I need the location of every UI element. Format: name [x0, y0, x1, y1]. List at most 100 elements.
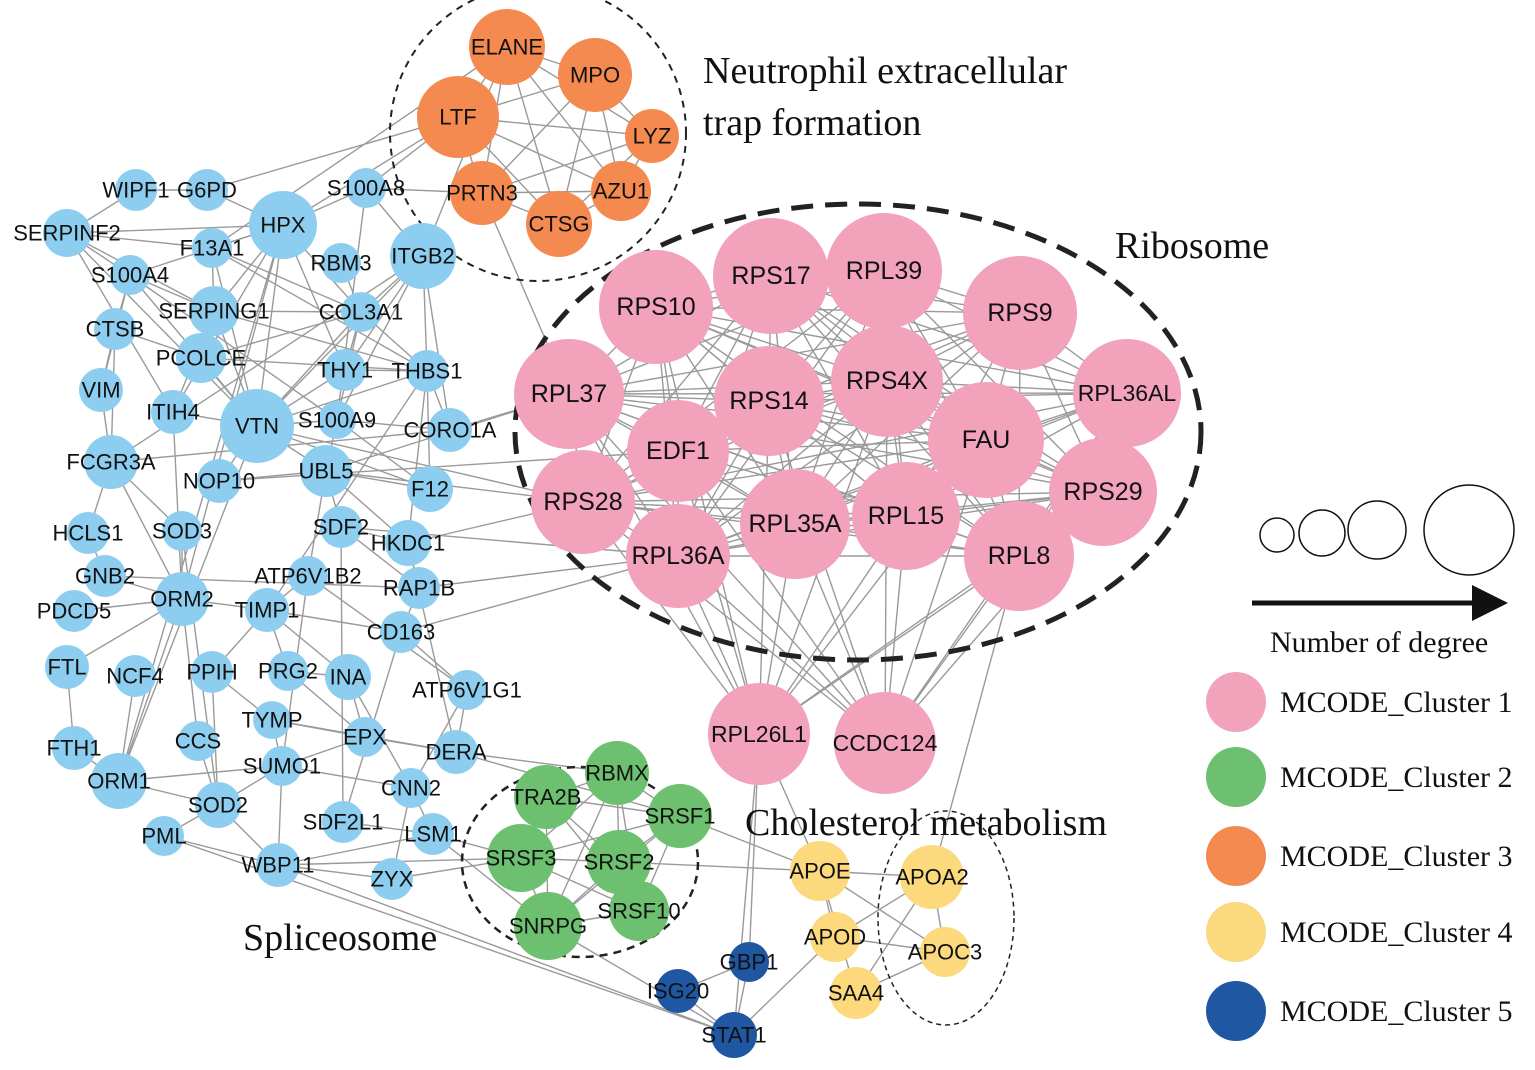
node-circle-thbs1	[406, 350, 448, 392]
node-circle-prg2	[268, 651, 308, 691]
node-label-stat1: STAT1	[701, 1023, 766, 1048]
node-rpl8: RPL8	[964, 501, 1074, 611]
node-srsf2: SRSF2	[584, 830, 654, 894]
node-label-saa4: SAA4	[828, 981, 884, 1006]
node-label-timp1: TIMP1	[235, 598, 300, 623]
node-s100a4: S100A4	[91, 255, 169, 295]
node-isg20: ISG20	[647, 969, 709, 1013]
node-label-f13a1: F13A1	[180, 236, 245, 261]
node-circle-fau	[928, 382, 1044, 498]
node-circle-apoe	[790, 841, 850, 901]
legend: Number of degree MCODE_Cluster 1MCODE_Cl…	[1206, 484, 1515, 1041]
edge-pcolce-thbs1	[200, 357, 428, 372]
node-circle-wbp11	[256, 843, 300, 887]
node-serpinf2: SERPINF2	[13, 209, 121, 257]
node-circle-ncf4	[114, 655, 156, 697]
node-label-cnn2: CNN2	[381, 776, 441, 801]
node-circle-gbp1	[729, 942, 769, 982]
node-circle-apoc3	[920, 927, 970, 977]
node-label-vim: VIM	[81, 378, 120, 403]
node-tra2b: TRA2B	[511, 765, 581, 829]
node-rps4x: RPS4X	[831, 325, 943, 437]
edge-lsm1-wbp11	[277, 833, 434, 866]
node-label-rbm3: RBM3	[310, 251, 371, 276]
node-circle-srsf3	[487, 824, 555, 892]
node-circle-hcls1	[67, 512, 109, 554]
node-label-apoc3: APOC3	[908, 940, 983, 965]
edge-stat1-snrpg	[547, 925, 735, 1036]
node-saa4: SAA4	[828, 967, 884, 1019]
cluster-boundaries	[389, 0, 1204, 1026]
node-ina: INA	[325, 654, 371, 700]
node-sdf2l1: SDF2L1	[303, 801, 383, 843]
node-prtn3: PRTN3	[446, 161, 518, 225]
node-circle-s100a4	[110, 255, 150, 295]
node-label-col3a1: COL3A1	[319, 300, 403, 325]
node-label-epx: EPX	[343, 725, 387, 750]
node-circle-rps10	[599, 250, 713, 364]
node-rbm3: RBM3	[310, 243, 372, 283]
edge-rps10-rps9	[655, 306, 1021, 314]
node-label-hpx: HPX	[260, 213, 306, 238]
node-label-rps10: RPS10	[616, 293, 695, 321]
node-label-srsf3: SRSF3	[486, 846, 557, 871]
node-hcls1: HCLS1	[53, 512, 123, 554]
node-fth1: FTH1	[47, 726, 102, 770]
edge-serpinf2-f13a1	[66, 232, 213, 249]
node-circle-lyz	[625, 109, 679, 163]
node-label-ubl5: UBL5	[298, 459, 353, 484]
annotations: Neutrophil extracellular trap formation …	[243, 50, 1269, 959]
edge-serping1-thbs1	[213, 310, 428, 372]
node-serping1: SERPING1	[158, 286, 270, 336]
node-circle-nop10	[197, 459, 241, 503]
degree-arrow-head	[1472, 585, 1508, 621]
node-wipf1: WIPF1	[102, 169, 170, 211]
node-label-srsf10: SRSF10	[597, 899, 680, 924]
node-hkdc1: HKDC1	[371, 520, 445, 566]
node-tymp: TYMP	[241, 701, 303, 739]
node-pdcd5: PDCD5	[37, 590, 111, 632]
edge-sumo1-cnn2	[281, 765, 412, 789]
node-sod2: SOD2	[188, 782, 248, 828]
node-circle-orm2	[155, 572, 209, 626]
node-ccs: CCS	[175, 721, 221, 761]
node-label-ftl: FTL	[47, 655, 86, 680]
node-apod: APOD	[804, 912, 866, 962]
spliceosome-cluster-boundary	[460, 765, 700, 959]
node-pml: PML	[141, 816, 187, 856]
node-sod3: SOD3	[152, 511, 212, 551]
node-circle-thy1	[324, 349, 366, 391]
node-label-rpl26l1: RPL26L1	[711, 721, 807, 747]
degree-label: Number of degree	[1270, 626, 1488, 659]
node-apoe: APOE	[789, 841, 851, 901]
node-circle-rps28	[531, 450, 635, 554]
node-rap1b: RAP1B	[383, 567, 455, 609]
node-circle-s100a8	[346, 168, 386, 208]
node-apoa2: APOA2	[895, 845, 969, 909]
node-circle-ccdc124	[834, 692, 936, 794]
node-rpl15: RPL15	[852, 462, 960, 570]
node-rps28: RPS28	[531, 450, 635, 554]
node-circle-zyx	[371, 858, 413, 900]
node-wbp11: WBP11	[242, 843, 314, 887]
node-circle-pdcd5	[53, 590, 95, 632]
node-circle-srsf1	[648, 784, 712, 848]
node-label-pml: PML	[141, 824, 186, 849]
node-label-rap1b: RAP1B	[383, 576, 455, 601]
node-label-itih4: ITIH4	[146, 400, 200, 425]
node-circle-sdf2	[320, 506, 362, 548]
node-label-lsm1: LSM1	[404, 822, 461, 847]
edge-rps17-rpl36al	[770, 275, 1128, 394]
legend-swatch-cluster-5	[1206, 981, 1266, 1041]
node-label-dera: DERA	[425, 740, 486, 765]
node-label-atp6v1b2: ATP6V1B2	[254, 564, 361, 589]
node-circle-atp6v1g1	[447, 670, 487, 710]
node-circle-rpl39	[826, 213, 942, 329]
node-circle-rbm3	[321, 243, 361, 283]
net-cluster-boundary	[389, 0, 687, 282]
node-circle-rpl37	[514, 339, 624, 449]
node-label-pcolce: PCOLCE	[156, 346, 246, 371]
node-azu1: AZU1	[591, 161, 651, 221]
node-label-ccdc124: CCDC124	[833, 730, 938, 756]
edge-vtn-rps28	[256, 425, 584, 503]
